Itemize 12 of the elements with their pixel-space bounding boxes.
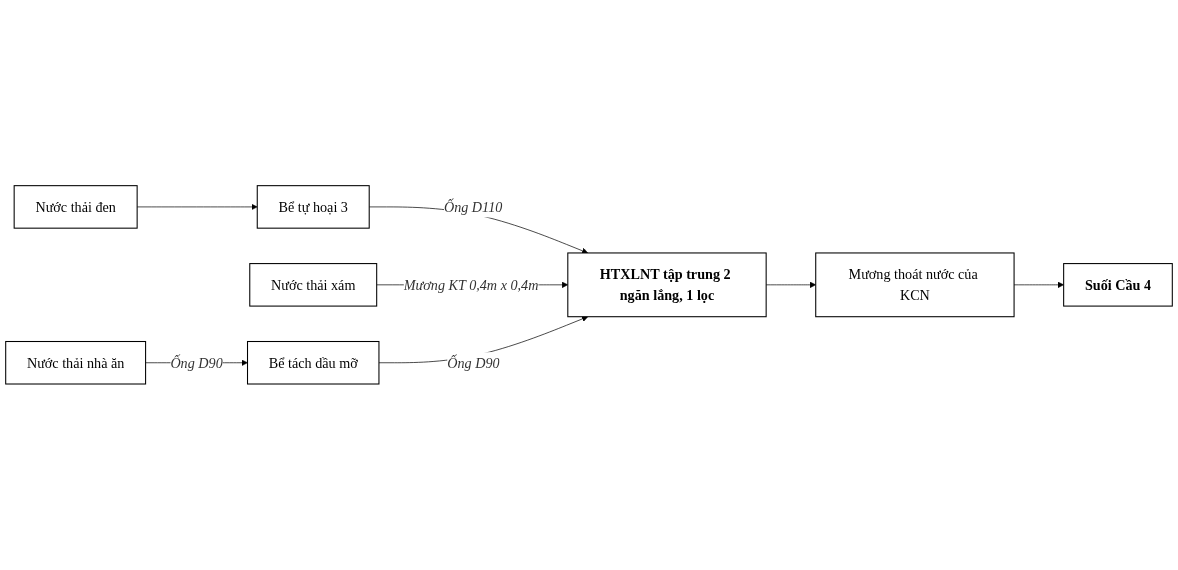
node-box: Bể tự hoại 3 (256, 185, 370, 229)
node-box: HTXLNT tập trung 2 ngăn lắng, 1 lọc (567, 252, 767, 318)
node-box: Nước thải xám (249, 263, 378, 307)
edge-label: Ống D90 (447, 355, 500, 371)
edge-label: Mương KT 0,4m x 0,4m (403, 277, 539, 293)
node-box: Nước thải nhà ăn (5, 341, 147, 385)
edge-label: Ống D110 (443, 199, 503, 215)
edge-label: Ống D90 (170, 355, 223, 371)
node-box: Nước thải đen (13, 185, 138, 229)
node-box: Mương thoát nước của KCN (815, 252, 1015, 318)
node-box: Bể tách dầu mỡ (247, 341, 380, 385)
node-box: Suối Cầu 4 (1063, 263, 1173, 307)
